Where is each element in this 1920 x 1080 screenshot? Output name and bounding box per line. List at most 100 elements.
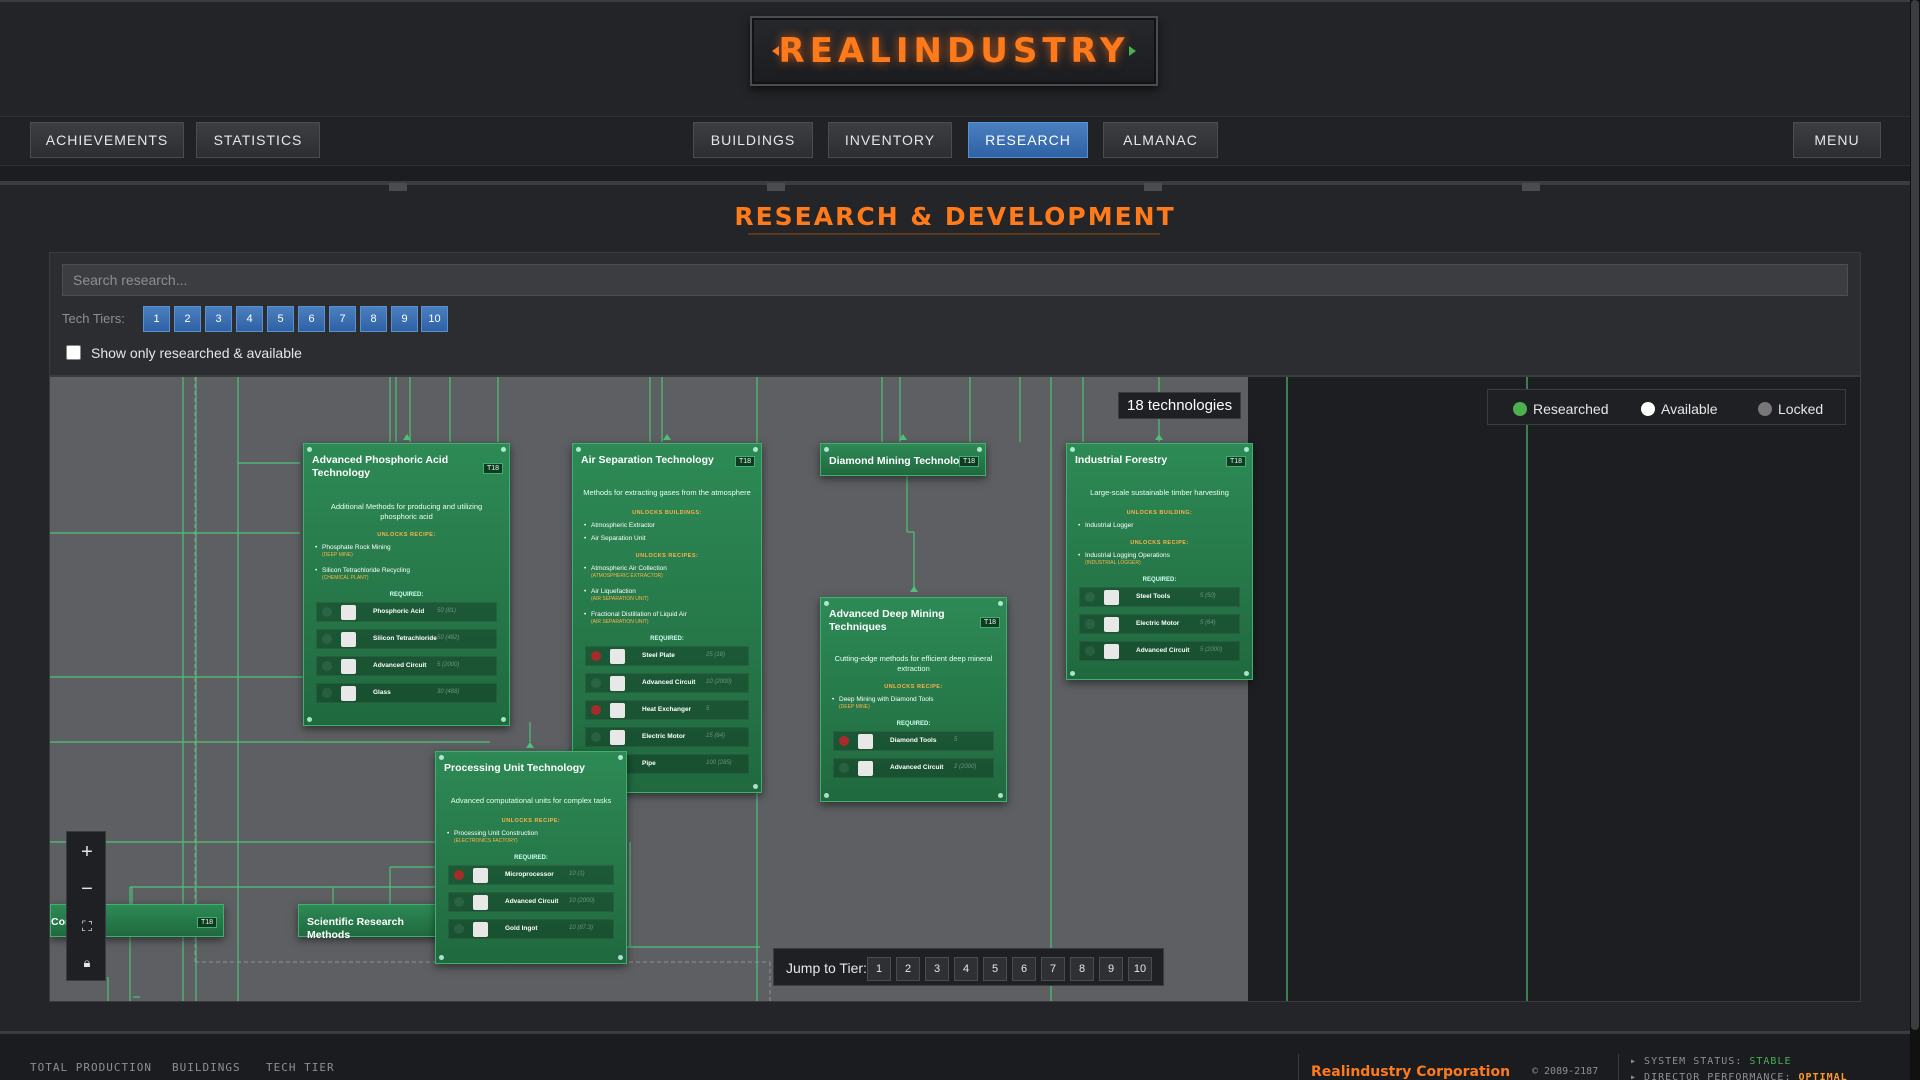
unlock-item: •Fractional Distillation of Liquid Air(A… <box>584 611 687 625</box>
tech-tier-badge: T18 <box>979 617 1000 628</box>
nav-achievements[interactable]: ACHIEVEMENTS <box>30 122 184 158</box>
tier-filter-6[interactable]: 6 <box>298 306 325 332</box>
unlock-item: •Atmospheric Air Collection(ATMOSPHERIC … <box>584 565 667 579</box>
corner-dot <box>501 447 506 452</box>
tech-node-scientific-research-methods[interactable]: Scientific Research Methods <box>298 904 448 941</box>
jump-tier-10[interactable]: 10 <box>1128 957 1152 981</box>
scrollbar-thumb[interactable] <box>1911 0 1919 1030</box>
tech-title: Diamond Mining Technology <box>829 455 972 467</box>
nav-statistics[interactable]: STATISTICS <box>196 122 320 158</box>
unlock-item: •Silicon Tetrachloride Recycling(CHEMICA… <box>315 567 411 581</box>
tier-filter-9[interactable]: 9 <box>391 306 418 332</box>
required-label: REQUIRED: <box>389 592 424 598</box>
flask-icon <box>341 605 356 620</box>
tech-tier-badge: T18 <box>734 456 755 467</box>
corner-dot <box>824 793 829 798</box>
menu-button[interactable]: MENU <box>1793 122 1881 158</box>
legend-researched: Researched <box>1533 401 1609 417</box>
tech-tier-badge: T18 <box>1225 456 1246 467</box>
jump-tier-1[interactable]: 1 <box>867 957 891 981</box>
zoom-in-button[interactable]: + <box>81 840 93 863</box>
corner-dot <box>1244 447 1249 452</box>
tier-filter-1[interactable]: 1 <box>143 306 170 332</box>
missing-dot <box>591 651 601 661</box>
corner-dot <box>977 447 982 452</box>
footer-tech-tier: TECH TIER <box>266 1061 335 1074</box>
status-dot <box>1085 592 1095 602</box>
footer-total-production: TOTAL PRODUCTION <box>30 1061 152 1074</box>
plate-icon <box>610 649 625 664</box>
corner-dot <box>501 717 506 722</box>
corner-dot <box>998 793 1003 798</box>
jump-tier-3[interactable]: 3 <box>925 957 949 981</box>
lock-button[interactable]: 🔒︎ <box>83 955 91 970</box>
tier-filter-10[interactable]: 10 <box>421 306 448 332</box>
tech-title: Scientific Research Methods <box>307 916 404 941</box>
jump-tier-2[interactable]: 2 <box>896 957 920 981</box>
jump-tier-5[interactable]: 5 <box>983 957 1007 981</box>
required-label: REQUIRED: <box>650 636 684 642</box>
status-dot <box>1085 619 1095 629</box>
logo-text: REALINDUSTRY <box>778 31 1130 71</box>
page-title: RESEARCH & DEVELOPMENT <box>734 202 1176 231</box>
chip-icon <box>473 868 488 883</box>
flask-icon <box>341 632 356 647</box>
corner-dot <box>1070 447 1075 452</box>
tech-node-advanced-deep-mining[interactable]: Advanced Deep Mining Techniques T18 Cutt… <box>820 597 1007 802</box>
status-dot <box>454 897 464 907</box>
nav-almanac[interactable]: ALMANAC <box>1103 122 1218 158</box>
footer-director-performance: ▸ DIRECTOR PERFORMANCE: OPTIMAL <box>1630 1072 1848 1080</box>
corner-dot <box>1244 671 1249 676</box>
tech-description: Advanced computational units for complex… <box>450 796 612 805</box>
tech-node-advanced-phosphoric-acid[interactable]: Advanced Phosphoric Acid Technology T18 … <box>303 443 510 726</box>
search-input[interactable] <box>62 264 1848 296</box>
corner-dot <box>307 717 312 722</box>
tier-filter-8[interactable]: 8 <box>360 306 387 332</box>
tier-filter-2[interactable]: 2 <box>174 306 201 332</box>
ingot-icon <box>473 922 488 937</box>
tier-filter-7[interactable]: 7 <box>329 306 356 332</box>
filter-checkbox[interactable] <box>66 345 81 360</box>
title-underline <box>748 233 1160 235</box>
footer-divider <box>1618 1054 1619 1080</box>
tier-filter-4[interactable]: 4 <box>236 306 263 332</box>
corner-dot <box>618 755 623 760</box>
corner-dot <box>753 447 758 452</box>
tier-filter-5[interactable]: 5 <box>267 306 294 332</box>
footer-bar <box>0 1036 1910 1080</box>
fit-view-button[interactable]: ⛶ <box>82 917 92 934</box>
filter-checkbox-label: Show only researched & available <box>91 345 302 361</box>
jump-to-tier-bar: Jump to Tier: 1 2 3 4 5 6 7 8 9 10 <box>773 948 1164 986</box>
jump-tier-9[interactable]: 9 <box>1099 957 1123 981</box>
jump-tier-7[interactable]: 7 <box>1041 957 1065 981</box>
locked-dot-icon <box>1758 402 1772 416</box>
nav-research[interactable]: RESEARCH <box>968 122 1088 158</box>
jump-tier-8[interactable]: 8 <box>1070 957 1094 981</box>
status-dot <box>322 661 332 671</box>
nav-inventory[interactable]: INVENTORY <box>828 122 952 158</box>
nav-buildings[interactable]: BUILDINGS <box>693 122 813 158</box>
missing-dot <box>454 870 464 880</box>
tier-filter-3[interactable]: 3 <box>205 306 232 332</box>
circuit-icon <box>473 895 488 910</box>
jump-tier-6[interactable]: 6 <box>1012 957 1036 981</box>
tech-node-air-separation[interactable]: Air Separation Technology T18 Methods fo… <box>572 443 762 793</box>
footer-divider <box>1298 1054 1299 1080</box>
jump-tier-4[interactable]: 4 <box>954 957 978 981</box>
tech-tree-canvas[interactable]: Con tems T18 Scientific Research Methods… <box>49 376 1861 1002</box>
unlock-item: •Phosphate Rock Mining(DEEP MINE) <box>315 544 391 558</box>
unlocks-building-label: UNLOCKS BUILDING: <box>1126 510 1193 516</box>
tech-node-diamond-mining[interactable]: Diamond Mining Technology T18 <box>820 443 986 476</box>
tech-title: Industrial Forestry <box>1075 454 1168 466</box>
zoom-out-button[interactable]: − <box>81 877 93 900</box>
tech-node-processing-unit[interactable]: Processing Unit Technology Advanced comp… <box>435 751 627 964</box>
tech-node-industrial-forestry[interactable]: Industrial Forestry T18 Large-scale sust… <box>1066 443 1253 680</box>
unlocks-label: UNLOCKS RECIPES: <box>635 553 699 559</box>
